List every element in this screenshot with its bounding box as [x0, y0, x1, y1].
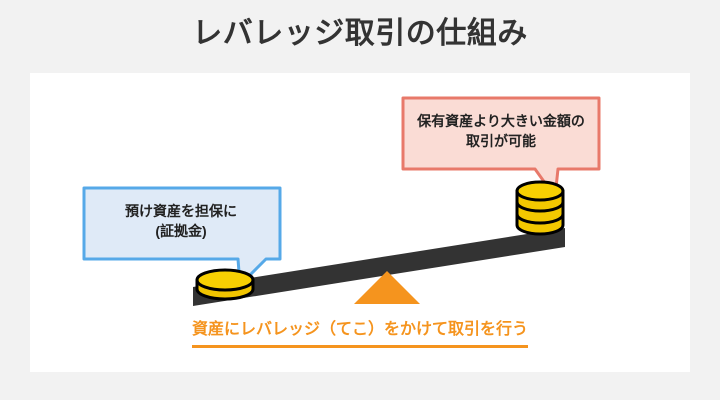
lever-diagram: 保有資産より大きい金額の 取引が可能 預け資産を担保に (証拠金) 資産にレバレ… [30, 73, 690, 372]
leverage-callout-label: 保有資産より大きい金額の 取引が可能 [417, 113, 585, 149]
caption-text: 資産にレバレッジ（てこ）をかけて取引を行う [191, 318, 528, 348]
illustration-card: 保有資産より大きい金額の 取引が可能 預け資産を担保に (証拠金) 資産にレバレ… [30, 73, 690, 372]
lever-diagram-svg [82, 96, 601, 306]
fulcrum-shape [354, 271, 420, 304]
page-title: レバレッジ取引の仕組み [192, 17, 528, 50]
large-coin-divider-2 [515, 213, 565, 225]
lever-bar-shape [193, 228, 565, 306]
leverage-callout-bubble [401, 96, 601, 199]
collateral-callout [82, 186, 282, 287]
caption: 資産にレバレッジ（てこ）をかけて取引を行う [30, 318, 690, 348]
small-coin-top [195, 268, 255, 292]
large-coin-stack [515, 180, 565, 236]
large-coin-divider-1 [515, 201, 565, 213]
collateral-callout-bubble [82, 186, 282, 287]
small-coin-stack [195, 268, 255, 301]
leverage-callout [401, 96, 601, 199]
collateral-callout-label: 預け資産を担保に (証拠金) [125, 203, 237, 239]
large-coin-top [515, 180, 565, 202]
fulcrum-triangle [354, 271, 420, 304]
lever-bar [193, 228, 565, 306]
